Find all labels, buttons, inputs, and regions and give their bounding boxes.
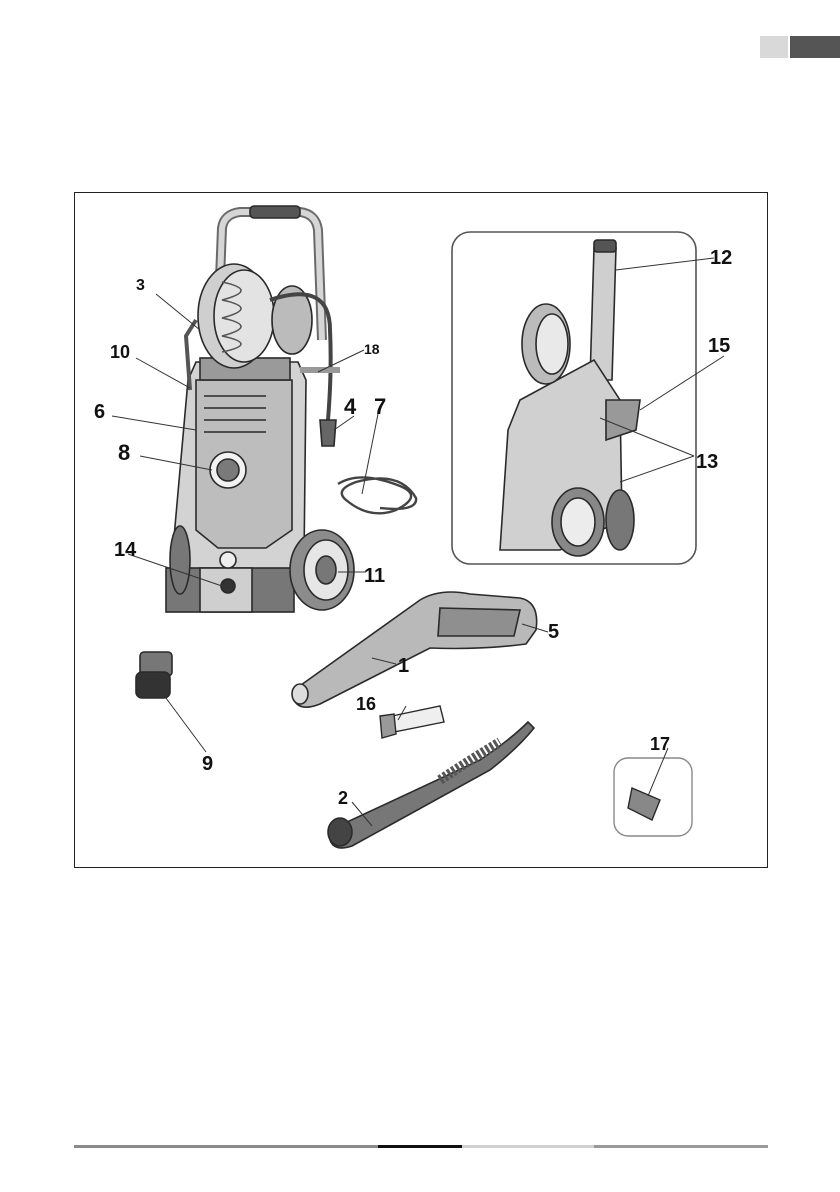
footer-bar-end [594,1145,768,1148]
callout-2: 2 [338,788,348,808]
footer-bar-dark [378,1145,462,1148]
callout-17: 17 [650,734,670,754]
callout-16: 16 [356,694,376,714]
callout-12: 12 [710,247,732,269]
callout-4: 4 [344,394,357,419]
callout-14: 14 [114,539,137,561]
callout-11: 11 [364,565,385,587]
callout-1: 1 [398,655,409,677]
nozzle-illustration [136,652,172,698]
callout-3: 3 [136,277,145,294]
callout-7: 7 [374,394,386,419]
callout-5: 5 [548,621,559,643]
callout-6: 6 [94,401,105,423]
footer-bar-mid [74,1145,378,1148]
handle-grip [250,206,300,218]
hose-outlet [320,420,336,446]
callout-18: 18 [364,341,380,357]
callout-10: 10 [110,342,130,362]
callout-15: 15 [708,335,730,357]
water-inlet [221,579,235,593]
spray-lance-illustration [328,722,534,848]
callout-9: 9 [202,753,213,775]
footer-bar-light [462,1145,594,1148]
power-cable [338,477,416,513]
foam-nozzle-illustration [614,758,692,836]
callout-13: 13 [696,451,718,473]
grease-tube-illustration [380,706,444,738]
callout-8: 8 [118,440,130,465]
